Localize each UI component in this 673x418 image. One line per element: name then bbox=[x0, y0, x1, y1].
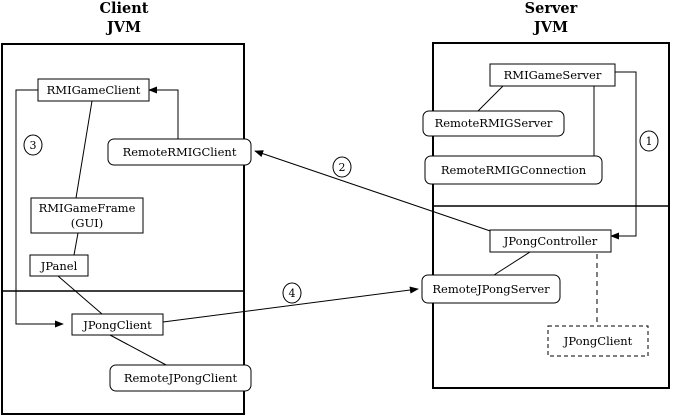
node-jpong-client: JPongClient bbox=[71, 313, 164, 336]
svg-text:RemoteRMIGServer: RemoteRMIGServer bbox=[435, 116, 553, 130]
svg-text:RMIGameServer: RMIGameServer bbox=[504, 68, 602, 82]
node-rmi-game-client: RMIGameClient bbox=[37, 78, 150, 102]
svg-text:JPongClient: JPongClient bbox=[563, 334, 633, 348]
svg-text:JPongController: JPongController bbox=[503, 234, 598, 248]
node-rmi-game-frame: RMIGameFrame (GUI) bbox=[30, 197, 144, 234]
server-subtitle: JVM bbox=[532, 19, 568, 36]
node-remote-rmig-client: RemoteRMIGClient bbox=[107, 138, 252, 166]
server-title: Server bbox=[525, 0, 578, 17]
node-jpanel: JPanel bbox=[29, 254, 89, 277]
svg-text:1: 1 bbox=[646, 135, 653, 148]
node-remote-jpong-client: RemoteJPongClient bbox=[109, 364, 252, 392]
svg-text:2: 2 bbox=[339, 161, 346, 174]
step-marker-2: 2 bbox=[332, 156, 352, 178]
step-marker-1: 1 bbox=[639, 130, 659, 152]
arrow-controller-to-remote-rmig-client bbox=[254, 150, 506, 237]
svg-text:RemoteJPongServer: RemoteJPongServer bbox=[432, 282, 550, 296]
node-server-jpong-client: JPongClient bbox=[547, 325, 649, 357]
client-connectors bbox=[15, 86, 179, 367]
node-remote-jpong-server: RemoteJPongServer bbox=[421, 274, 561, 304]
server-jvm-box bbox=[432, 42, 670, 389]
svg-text:JPanel: JPanel bbox=[40, 259, 78, 273]
svg-text:RemoteRMIGClient: RemoteRMIGClient bbox=[123, 145, 237, 159]
svg-text:RMIGameFrame: RMIGameFrame bbox=[39, 201, 136, 215]
server-connectors bbox=[477, 71, 637, 326]
node-jpong-controller: JPongController bbox=[489, 229, 612, 253]
svg-text:4: 4 bbox=[289, 287, 296, 300]
node-rmi-game-server: RMIGameServer bbox=[489, 63, 616, 87]
svg-text:(GUI): (GUI) bbox=[71, 216, 103, 230]
svg-text:RemoteJPongClient: RemoteJPongClient bbox=[124, 371, 238, 385]
client-subtitle: JVM bbox=[105, 19, 141, 36]
svg-text:RMIGameClient: RMIGameClient bbox=[47, 83, 141, 97]
node-remote-rmig-server: RemoteRMIGServer bbox=[422, 110, 565, 137]
arrow-jpong-client-to-remote-jpong-server bbox=[162, 286, 419, 323]
client-title: Client bbox=[99, 0, 148, 17]
client-jvm-box bbox=[1, 43, 245, 415]
step-marker-4: 4 bbox=[282, 282, 302, 304]
step-marker-3: 3 bbox=[23, 134, 43, 156]
node-remote-rmig-connection: RemoteRMIGConnection bbox=[424, 155, 603, 185]
svg-text:3: 3 bbox=[30, 139, 37, 152]
svg-text:RemoteRMIGConnection: RemoteRMIGConnection bbox=[441, 163, 587, 177]
svg-text:JPongClient: JPongClient bbox=[82, 318, 152, 332]
